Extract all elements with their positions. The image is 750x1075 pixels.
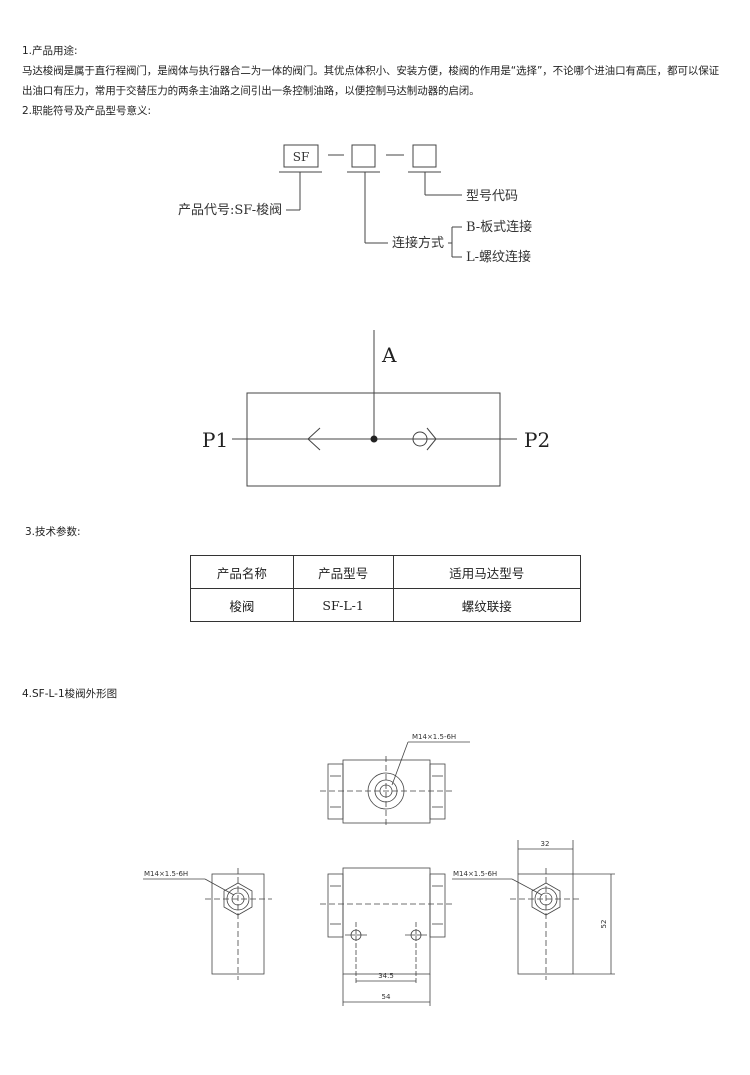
- model-box-sf: SF: [293, 150, 310, 164]
- port-p2-label: P2: [524, 428, 550, 452]
- label-product-code: 产品代号:SF-梭阀: [178, 202, 282, 218]
- dim-length-label: 54: [382, 993, 391, 1001]
- dim-height-label: 52: [600, 920, 608, 929]
- table-cell: SF-L-1: [292, 588, 394, 622]
- table-header-cell: 产品型号: [292, 555, 394, 589]
- junction-dot: [370, 435, 378, 443]
- dim-holes-label: 34.5: [378, 972, 394, 980]
- thread-label-right: M14×1.5-6H: [453, 870, 497, 878]
- thread-label-left: M14×1.5-6H: [144, 870, 188, 878]
- model-code-diagram: SF 产品代号:SF-梭阀 型号代码 连接方式 B-板式连接 L-螺纹连接: [178, 144, 532, 265]
- option-l: L-螺纹连接: [466, 249, 531, 265]
- table-row: 梭阀 SF-L-1 螺纹联接: [190, 588, 581, 622]
- outline-drawing: M14×1.5-6H M14×1.5-6H M14×1.5-6H 32 52 3…: [143, 733, 615, 1006]
- section2-heading: 2.职能符号及产品型号意义:: [22, 105, 152, 117]
- label-model-code: 型号代码: [466, 189, 518, 204]
- port-p1-label: P1: [202, 428, 228, 452]
- thread-label-top: M14×1.5-6H: [412, 733, 456, 741]
- section4-heading: 4.SF-L-1梭阀外形图: [22, 688, 118, 700]
- label-connection: 连接方式: [392, 235, 444, 251]
- shuttle-valve-symbol: A P1 P2: [202, 330, 550, 487]
- section3-heading: 3.技术参数:: [25, 526, 81, 538]
- section1-heading: 1.产品用途:: [22, 45, 78, 57]
- section1-line2: 出油口有压力，常用于交替压力的两条主油路之间引出一条控制油路，以便控制马达制动器…: [22, 85, 480, 97]
- table-header-cell: 适用马达型号: [392, 555, 581, 589]
- port-a-label: A: [381, 343, 397, 367]
- table-header-row: 产品名称 产品型号 适用马达型号: [190, 555, 581, 589]
- table-header-cell: 产品名称: [190, 555, 294, 589]
- section1-line1: 马达梭阀是属于直行程阀门，是阀体与执行器合二为一体的阀门。其优点体积小、安装方便…: [22, 65, 720, 77]
- table-cell: 螺纹联接: [392, 588, 581, 622]
- spec-table: 产品名称 产品型号 适用马达型号 梭阀 SF-L-1 螺纹联接: [190, 555, 581, 622]
- dim-width-label: 32: [541, 840, 550, 848]
- option-b: B-板式连接: [466, 219, 532, 235]
- table-cell: 梭阀: [190, 588, 294, 622]
